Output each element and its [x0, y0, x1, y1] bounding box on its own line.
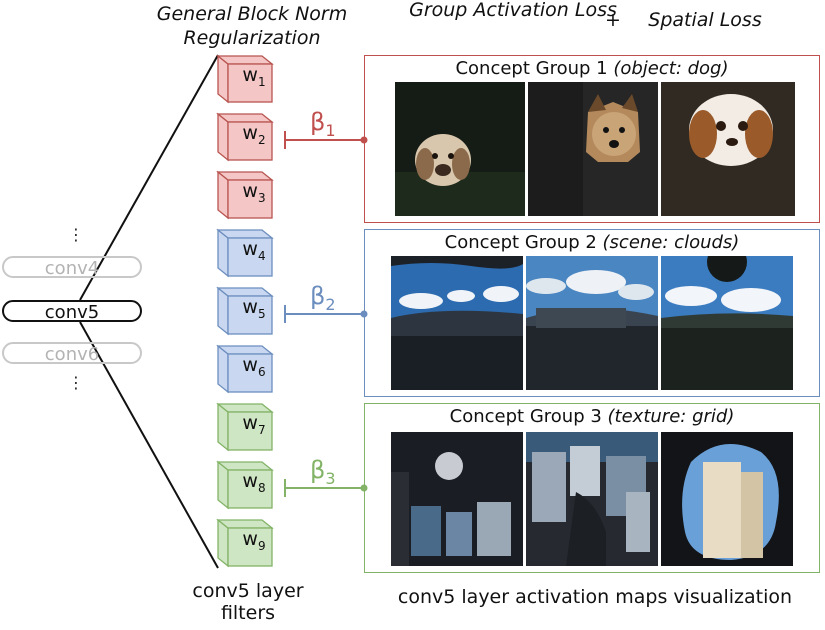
- filter-label: w3: [242, 180, 266, 205]
- filter-cube-w8: w8: [216, 460, 280, 510]
- connector-top: [79, 54, 219, 301]
- beta-connector-3: [284, 479, 368, 497]
- filter-cube-w5: w5: [216, 286, 280, 336]
- grid-map-2: [526, 432, 658, 566]
- filter-label: w8: [242, 470, 266, 495]
- clouds-map-1: [391, 256, 523, 390]
- filter-label: w1: [242, 64, 266, 89]
- filter-label: w4: [242, 238, 266, 263]
- concept-group-3-box: Concept Group 3 (texture: grid): [364, 403, 820, 573]
- layer-conv4[interactable]: conv4: [2, 256, 142, 279]
- dots-top: ⋮: [68, 225, 84, 244]
- dots-bottom: ⋮: [68, 373, 84, 392]
- concept-group-1-title: Concept Group 1 (object: dog): [455, 58, 729, 79]
- grid-map-1: [391, 432, 523, 566]
- caption-activation-maps: conv5 layer activation maps visualizatio…: [397, 586, 793, 608]
- beta-3: β3: [310, 456, 336, 488]
- dog-map-1: [395, 82, 525, 216]
- header-group-activation-loss: Group Activation Loss: [409, 0, 617, 21]
- filter-cube-w1: w1: [216, 54, 280, 104]
- dog-map-3: [661, 82, 795, 216]
- filter-label: w5: [242, 296, 266, 321]
- grid-map-3: [661, 432, 793, 566]
- layer-conv5[interactable]: conv5: [2, 300, 142, 323]
- beta-1: β1: [310, 108, 336, 140]
- filter-cube-w7: w7: [216, 402, 280, 452]
- clouds-map-2: [526, 256, 658, 390]
- filter-label: w2: [242, 122, 266, 147]
- filter-label: w7: [242, 412, 266, 437]
- beta-2: β2: [310, 282, 336, 314]
- clouds-map-3: [661, 256, 793, 390]
- caption-filters: conv5 layer filters: [192, 580, 304, 624]
- concept-group-2-box: Concept Group 2 (scene: clouds): [364, 229, 820, 397]
- filter-cube-w3: w3: [216, 170, 280, 220]
- filter-label: w9: [242, 528, 266, 553]
- concept-group-2-title: Concept Group 2 (scene: clouds): [444, 232, 740, 253]
- filter-cube-w4: w4: [216, 228, 280, 278]
- dog-map-2: [528, 82, 658, 216]
- header-spatial-loss: Spatial Loss: [648, 9, 762, 31]
- layer-conv6[interactable]: conv6: [2, 342, 142, 365]
- filter-cube-w2: w2: [216, 112, 280, 162]
- header-plus: +: [605, 9, 621, 31]
- filter-label: w6: [242, 354, 266, 379]
- concept-group-3-title: Concept Group 3 (texture: grid): [449, 406, 735, 427]
- header-regularization: General Block Norm Regularization: [156, 3, 348, 49]
- concept-group-1-box: Concept Group 1 (object: dog): [364, 55, 820, 223]
- filter-cube-w6: w6: [216, 344, 280, 394]
- filter-cube-w9: w9: [216, 518, 280, 568]
